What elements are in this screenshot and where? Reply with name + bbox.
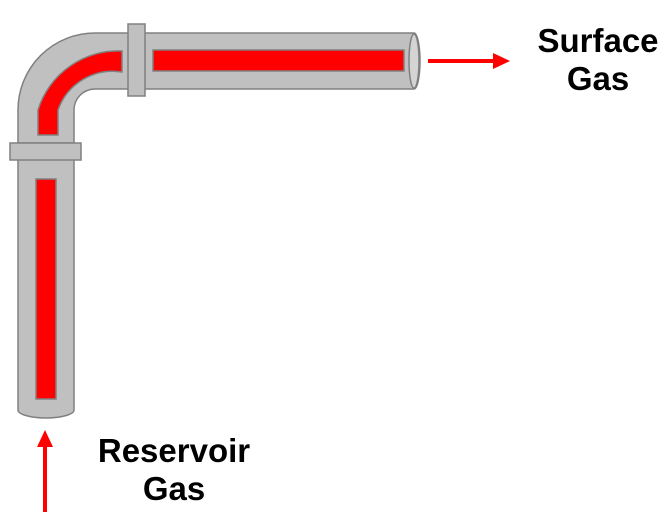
pipe-mouth — [408, 33, 420, 89]
gas-flow-horizontal — [152, 49, 405, 72]
surface-arrow-icon — [428, 53, 510, 69]
vertical-flange — [9, 142, 82, 161]
surface-gas-label-line1: Surface — [537, 22, 659, 59]
reservoir-gas-label-line2: Gas — [142, 470, 206, 507]
gas-flow-vertical — [35, 178, 57, 400]
horizontal-flange — [127, 23, 146, 97]
surface-gas-label: Surface Gas — [528, 22, 668, 98]
surface-gas-label-line2: Gas — [566, 60, 630, 97]
reservoir-arrow-icon — [37, 430, 53, 512]
pipe-elbow-icon — [17, 32, 131, 144]
reservoir-gas-label-line1: Reservoir — [97, 432, 251, 469]
reservoir-gas-label: Reservoir Gas — [84, 432, 264, 508]
gas-flow-elbow — [37, 50, 123, 136]
